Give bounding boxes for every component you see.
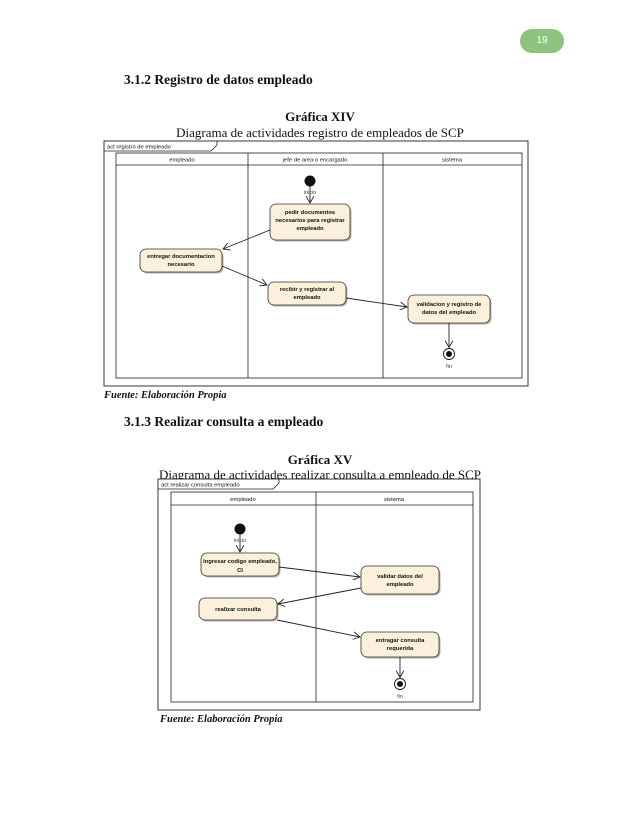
svg-text:necesarios para registrar: necesarios para registrar: [275, 218, 345, 224]
svg-text:empleado: empleado: [296, 226, 324, 232]
section-heading-registro: 3.1.2 Registro de datos empleado: [124, 72, 313, 87]
svg-text:datos del empleado: datos del empleado: [422, 310, 477, 316]
activity-entregar-documentacion: entregar documentacion necesario: [139, 248, 224, 274]
activity-entregar-consulta: entragar consulta requerida: [360, 631, 441, 659]
initial-node: [304, 175, 316, 187]
section-heading-consulta: 3.1.3 Realizar consulta a empleado: [124, 414, 324, 429]
activity-validacion-registro: validacion y registro de datos del emple…: [407, 294, 492, 325]
activity-recibir-registrar: recibir y registrar al empleado: [267, 281, 348, 307]
source-note-xiv: Fuente: Elaboración Propia: [104, 390, 227, 401]
svg-text:empleado: empleado: [293, 295, 321, 301]
frame-label: act registro de empleado: [107, 145, 171, 151]
figure-caption-xv: Diagrama de actividades realizar consult…: [159, 467, 481, 482]
svg-text:realizar consulta: realizar consulta: [215, 607, 262, 613]
control-flows: [240, 534, 400, 678]
svg-text:requerida: requerida: [387, 646, 414, 652]
figure-title-xv: Gráfica XV: [287, 452, 353, 467]
final-node-label: fin: [446, 364, 452, 370]
lane-title-empleado: empleado: [169, 158, 194, 164]
final-node: [394, 678, 406, 690]
frame-tab: [158, 479, 280, 490]
activity-pedir-documentos: pedir documentos necesarios para registr…: [269, 203, 352, 242]
svg-text:entragar consulta: entragar consulta: [376, 638, 425, 644]
lane-title-sistema: sistema: [442, 158, 463, 164]
figure-caption-xiv: Diagrama de actividades registro de empl…: [176, 125, 464, 140]
activity-validar-datos: validar datos del empleado: [360, 565, 441, 596]
swimlane-container: [170, 491, 474, 703]
svg-text:recibir y registrar al: recibir y registrar al: [280, 287, 335, 293]
initial-node: [234, 523, 246, 535]
lane-title-empleado: empleado: [230, 497, 255, 503]
activity-realizar-consulta: realizar consulta: [198, 597, 279, 622]
source-note-xv: Fuente: Elaboración Propia: [160, 714, 283, 725]
diagram-consulta: act realizar consulta empleado empleado …: [157, 478, 481, 711]
svg-text:validar datos del: validar datos del: [377, 574, 423, 580]
svg-text:necesario: necesario: [167, 262, 195, 268]
svg-text:validacion y registro de: validacion y registro de: [417, 302, 483, 308]
diagram-registro: act registro de empleado empleado jefe d…: [103, 140, 529, 387]
svg-text:pedir documentos: pedir documentos: [285, 210, 335, 216]
frame-label: act realizar consulta empleado: [161, 483, 240, 489]
svg-text:CI: CI: [237, 568, 243, 574]
swimlane-container: [115, 152, 523, 379]
control-flows: [221, 186, 449, 348]
lane-title-jefe: jefe de area o encargado: [282, 158, 347, 164]
final-node: [443, 348, 455, 360]
figure-title-xiv: Gráfica XIV: [285, 109, 355, 124]
frame-tab: [104, 141, 218, 152]
activity-ingresar-codigo: ingresar codigo empleado, CI: [200, 552, 281, 578]
svg-text:ingresar codigo empleado,: ingresar codigo empleado,: [203, 559, 277, 565]
lane-title-sistema: sistema: [384, 497, 405, 503]
page-number-badge: 19: [520, 29, 564, 53]
final-node-label: fin: [397, 694, 403, 700]
svg-text:entregar documentacion: entregar documentacion: [147, 254, 215, 260]
svg-text:empleado: empleado: [386, 582, 414, 588]
